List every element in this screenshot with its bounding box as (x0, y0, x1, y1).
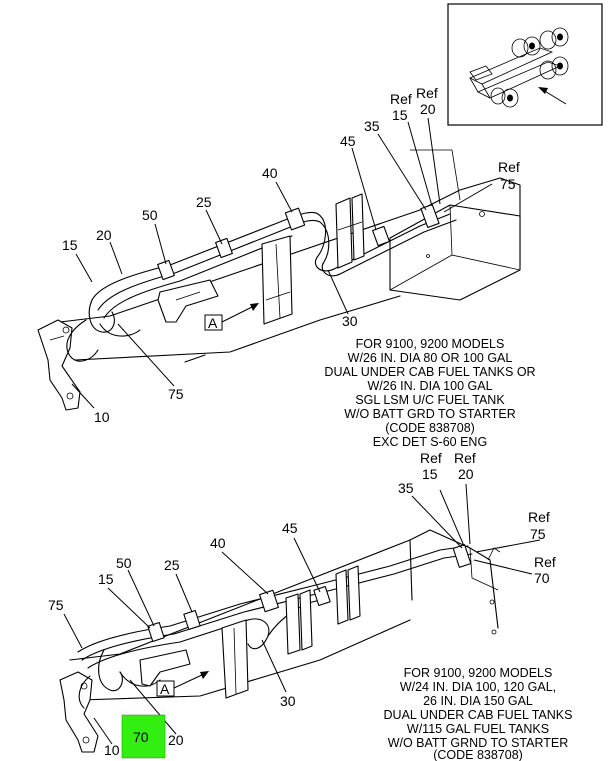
callout-15: 15 (62, 237, 78, 253)
callout-20: 20 (96, 227, 112, 243)
callout-10: 10 (104, 742, 120, 758)
callout-30: 30 (342, 313, 358, 329)
callout-35: 35 (398, 480, 414, 496)
callout-ref20-number: 20 (458, 466, 474, 482)
callout-ref75-number: 75 (500, 176, 516, 192)
callout-75: 75 (48, 597, 64, 613)
callout-45: 45 (282, 520, 298, 536)
callout-ref75-label: Ref (528, 509, 550, 525)
callout-ref15-number: 15 (392, 107, 408, 123)
note-line: DUAL UNDER CAB FUEL TANKS OR (324, 365, 535, 379)
note-line: W/115 GAL FUEL TANKS (407, 722, 549, 736)
callout-ref20-label: Ref (454, 450, 476, 466)
callout-50: 50 (142, 207, 158, 223)
bottom-harness-view: 70 75 15 50 25 40 45 35 Ref 15 Ref 20 Re… (48, 450, 572, 761)
note-line: W/26 IN. DIA 80 OR 100 GAL (348, 351, 513, 365)
callout-35: 35 (364, 118, 380, 134)
callout-25: 25 (164, 557, 180, 573)
callout-40: 40 (262, 165, 278, 181)
note-line: W/O BATT GRND TO STARTER (388, 736, 569, 750)
callout-40: 40 (210, 535, 226, 551)
callout-ref20-number: 20 (420, 101, 436, 117)
callout-ref20-label: Ref (416, 85, 438, 101)
note-line: FOR 9100, 9200 MODELS (404, 666, 553, 680)
note-line: W/O BATT GRD TO STARTER (344, 407, 516, 421)
note-line: (CODE 838708) (385, 421, 475, 435)
note-line: DUAL UNDER CAB FUEL TANKS (384, 708, 573, 722)
callout-30: 30 (280, 693, 296, 709)
bottom-applicability-note: FOR 9100, 9200 MODELS W/24 IN. DIA 100, … (384, 666, 573, 761)
top-harness-view: 15 20 50 25 40 45 35 Ref 15 Ref 20 Ref 7… (37, 85, 536, 449)
highlight-part-70[interactable] (121, 714, 166, 759)
callout-50: 50 (116, 555, 132, 571)
note-line: W/26 IN. DIA 100 GAL (367, 379, 492, 393)
view-a-tag: A (208, 315, 218, 331)
callout-ref75-number: 75 (530, 526, 546, 542)
view-a-tag: A (160, 681, 170, 697)
callout-ref15-number: 15 (422, 466, 438, 482)
callout-75: 75 (168, 386, 184, 402)
callout-10: 10 (94, 409, 110, 425)
note-line: SGL LSM U/C FUEL TANK (355, 393, 505, 407)
callout-ref70-label: Ref (534, 554, 556, 570)
callout-ref70-number: 70 (534, 570, 550, 586)
note-line: EXC DET S-60 ENG (373, 435, 487, 449)
note-line: W/24 IN. DIA 100, 120 GAL, (400, 680, 556, 694)
callout-ref75-label: Ref (498, 159, 520, 175)
callout-15: 15 (98, 571, 114, 587)
top-applicability-note: FOR 9100, 9200 MODELS W/26 IN. DIA 80 OR… (324, 337, 535, 449)
callout-25: 25 (196, 194, 212, 210)
vehicle-location-inset (447, 3, 603, 126)
note-line: 26 IN. DIA 150 GAL (423, 694, 533, 708)
note-line: (CODE 838708) (433, 748, 523, 761)
callout-45: 45 (340, 133, 356, 149)
note-line: FOR 9100, 9200 MODELS (356, 337, 505, 351)
callout-70-highlighted[interactable]: 70 (133, 729, 149, 745)
callout-ref15-label: Ref (390, 91, 412, 107)
callout-ref15-label: Ref (420, 450, 442, 466)
callout-20: 20 (168, 732, 184, 748)
